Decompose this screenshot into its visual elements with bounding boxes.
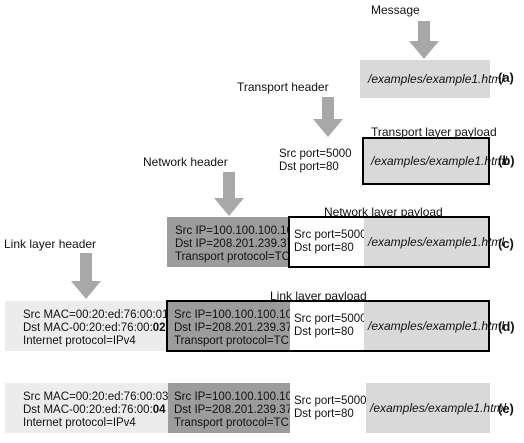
link-header-box-e: Src MAC=00:20:ed:76:00:03 Dst MAC-00:20:… xyxy=(5,383,169,433)
link-payload-network-part: Src IP=100.100.100.100 Dst IP=208.201.23… xyxy=(168,302,298,350)
link-d-dst-mac-suffix: 02 xyxy=(152,322,166,334)
transport-src-port: Src port=5000 xyxy=(279,148,352,160)
link-payload-transport-part: Src port=5000 Dst port=80 xyxy=(290,302,367,350)
network-dst-ip: Dst IP=208.201.239.37 xyxy=(175,238,293,250)
link-payload-message-part: /examples/example1.html xyxy=(364,302,504,350)
row-label-b: (b) xyxy=(498,153,515,168)
link-payload-src-ip: Src IP=100.100.100.100 xyxy=(174,309,299,321)
transport-header-label: Transport header xyxy=(237,80,329,94)
frame-e-path: /examples/example1.html xyxy=(370,401,507,415)
link-header-label: Link layer header xyxy=(4,237,97,251)
network-payload-src-port: Src port=5000 xyxy=(294,229,367,241)
row-label-e: (e) xyxy=(498,401,514,416)
link-e-dst-mac-suffix: 04 xyxy=(152,404,166,416)
network-payload-box-c: Src port=5000 Dst port=80 /examples/exam… xyxy=(288,216,504,268)
network-header-label: Network header xyxy=(143,155,228,169)
row-label-c: (c) xyxy=(498,236,514,251)
network-header-box-c: Src IP=100.100.100.100 Dst IP=208.201.23… xyxy=(167,217,299,267)
transport-dst-port: Dst port=80 xyxy=(279,161,339,173)
transport-payload-path: /examples/example1.html xyxy=(371,154,508,168)
network-payload-dst-port: Dst port=80 xyxy=(294,242,354,254)
network-header-arrow xyxy=(214,172,244,216)
message-arrow xyxy=(409,21,439,59)
message-box-a: /examples/example1.html xyxy=(360,60,504,98)
link-d-dst-mac: Dst MAC-00:20:ed:76:00:02 xyxy=(23,322,166,334)
link-e-dst-mac: Dst MAC-00:20:ed:76:00:04 xyxy=(23,404,166,416)
link-payload-box-d: Src IP=100.100.100.100 Dst IP=208.201.23… xyxy=(166,300,504,352)
frame-e-transport-protocol: Transport protocol=TCP xyxy=(174,417,297,429)
message-label: Message xyxy=(371,3,420,17)
frame-e-src-ip: Src IP=100.100.100.100 xyxy=(174,391,299,403)
row-label-d: (d) xyxy=(498,319,515,334)
transport-payload-box-b: /examples/example1.html xyxy=(362,137,507,185)
network-transport-protocol: Transport protocol=TCP xyxy=(175,251,298,263)
transport-header-box-b: Src port=5000 Dst port=80 xyxy=(262,138,364,184)
transport-header-arrow xyxy=(313,97,343,137)
link-header-arrow xyxy=(71,253,101,299)
network-payload-label: Network layer payload xyxy=(324,205,443,219)
link-e-src-mac: Src MAC=00:20:ed:76:00:03 xyxy=(23,391,169,403)
frame-e-network-part: Src IP=100.100.100.100 Dst IP=208.201.23… xyxy=(168,383,298,433)
network-src-ip: Src IP=100.100.100.100 xyxy=(175,225,300,237)
link-payload-dst-ip: Dst IP=208.201.239.37 xyxy=(174,322,292,334)
message-path: /examples/example1.html xyxy=(368,72,505,86)
frame-e-dst-ip: Dst IP=208.201.239.37 xyxy=(174,404,292,416)
link-d-src-mac: Src MAC=00:20:ed:76:00:01 xyxy=(23,309,169,321)
transport-payload-label: Transport layer payload xyxy=(371,125,497,139)
link-e-dst-mac-prefix: Dst MAC-00:20:ed:76:00: xyxy=(23,404,153,416)
row-label-a: (a) xyxy=(498,70,514,85)
link-payload-dst-port: Dst port=80 xyxy=(294,326,354,338)
network-payload-message-part: /examples/example1.html xyxy=(364,218,504,266)
network-payload-path: /examples/example1.html xyxy=(368,235,505,249)
link-e-internet-protocol: Internet protocol=IPv4 xyxy=(23,417,136,429)
frame-e-message-part: /examples/example1.html xyxy=(366,383,506,433)
network-payload-transport-part: Src port=5000 Dst port=80 xyxy=(290,218,367,266)
frame-e-src-port: Src port=5000 xyxy=(294,395,367,407)
link-payload-label: Link layer payload xyxy=(270,289,367,303)
link-d-dst-mac-prefix: Dst MAC-00:20:ed:76:00: xyxy=(23,322,153,334)
link-payload-src-port: Src port=5000 xyxy=(294,313,367,325)
link-payload-path: /examples/example1.html xyxy=(368,319,505,333)
link-payload-transport-protocol: Transport protocol=TCP xyxy=(174,335,297,347)
link-d-internet-protocol: Internet protocol=IPv4 xyxy=(23,335,136,347)
link-header-box-d: Src MAC=00:20:ed:76:00:01 Dst MAC-00:20:… xyxy=(5,301,169,351)
frame-e-transport-part: Src port=5000 Dst port=80 xyxy=(290,383,367,433)
frame-e-dst-port: Dst port=80 xyxy=(294,408,354,420)
